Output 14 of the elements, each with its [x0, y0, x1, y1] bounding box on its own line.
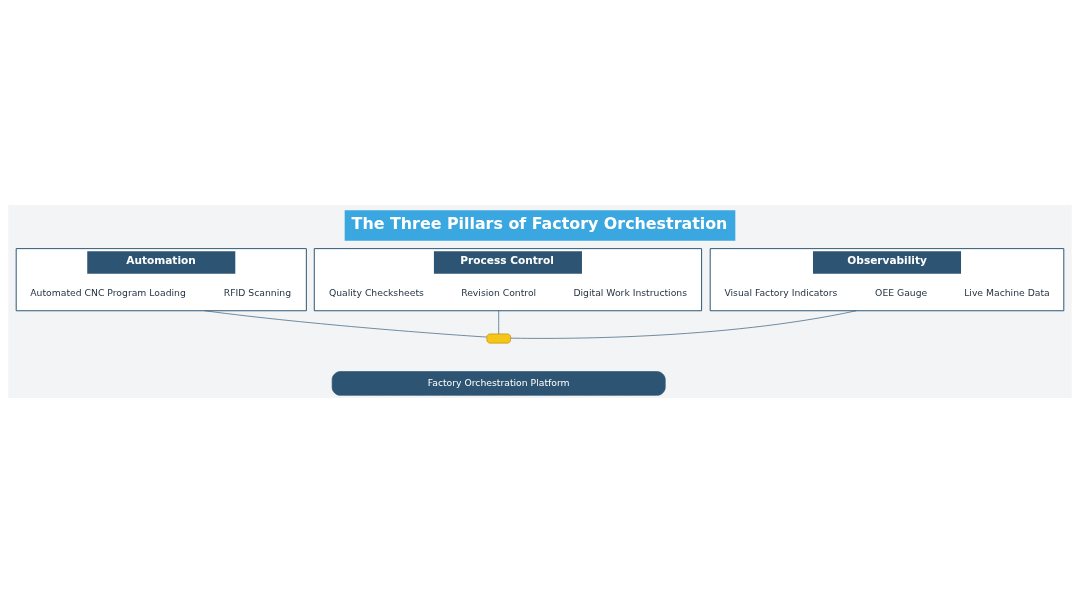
- node-box: [486, 333, 511, 344]
- node-text: OEE Gauge: [875, 287, 928, 299]
- node-text: Quality Checksheets: [328, 287, 424, 299]
- node-text: Digital Work Instructions: [573, 287, 688, 299]
- connector: [204, 310, 487, 338]
- node-text: Visual Factory Indicators: [724, 287, 838, 299]
- node-text: Revision Control: [461, 287, 537, 299]
- node-box: Factory Orchestration Platform: [331, 371, 666, 396]
- connector: [510, 310, 857, 339]
- connector: [498, 310, 499, 335]
- node-text: Automated CNC Program Loading: [30, 287, 186, 299]
- node-text: Live Machine Data: [964, 287, 1050, 299]
- diagram-title: The Three Pillars of Factory Orchestration: [351, 213, 728, 233]
- node-text: RFID Scanning: [223, 287, 292, 299]
